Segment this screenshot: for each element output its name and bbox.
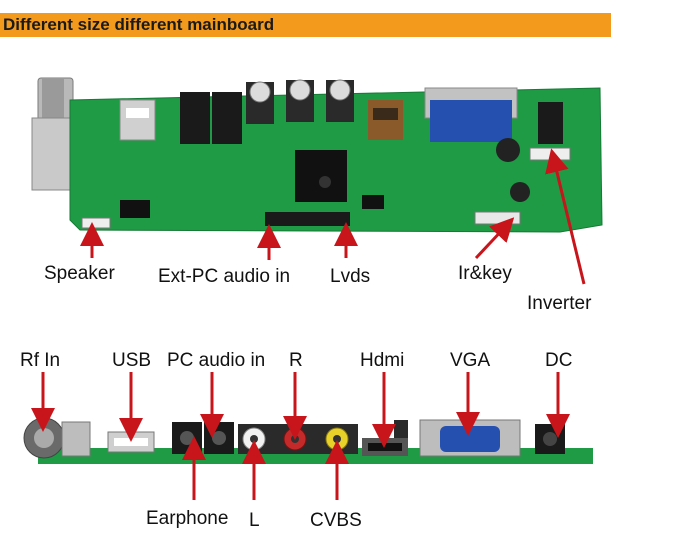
main-chip <box>295 150 347 202</box>
label-l: L <box>249 510 260 531</box>
lvds-header <box>265 212 350 226</box>
label-ext-pc-audio-in: Ext-PC audio in <box>158 266 291 287</box>
usb-port-top <box>119 99 156 141</box>
label-dc: DC <box>545 350 573 371</box>
bottom-board <box>23 417 593 464</box>
label-inverter: Inverter <box>527 293 592 314</box>
label-pc-audio-in: PC audio in <box>167 350 266 371</box>
label-speaker: Speaker <box>44 263 115 284</box>
label-usb: USB <box>112 350 152 371</box>
label-ir-key: Ir&key <box>458 263 512 284</box>
banner-title: Different size different mainboard <box>3 15 275 34</box>
top-board <box>31 77 603 233</box>
title-banner: Different size different mainboard <box>0 13 611 37</box>
vga-port-bottom <box>440 426 500 452</box>
label-hdmi: Hdmi <box>360 350 405 371</box>
label-earphone: Earphone <box>146 508 229 529</box>
bottom-arrows <box>31 372 570 500</box>
vga-port-top <box>430 100 512 142</box>
label-rf-in: Rf In <box>20 350 61 371</box>
top-arrows <box>80 148 586 285</box>
label-cvbs: CVBS <box>310 510 362 531</box>
label-lvds: Lvds <box>330 266 371 287</box>
audio-jack-top-1 <box>180 92 210 144</box>
label-vga: VGA <box>450 350 491 371</box>
dc-jack-top <box>538 102 563 144</box>
audio-jack-top-2 <box>212 92 242 144</box>
label-r: R <box>289 350 303 371</box>
